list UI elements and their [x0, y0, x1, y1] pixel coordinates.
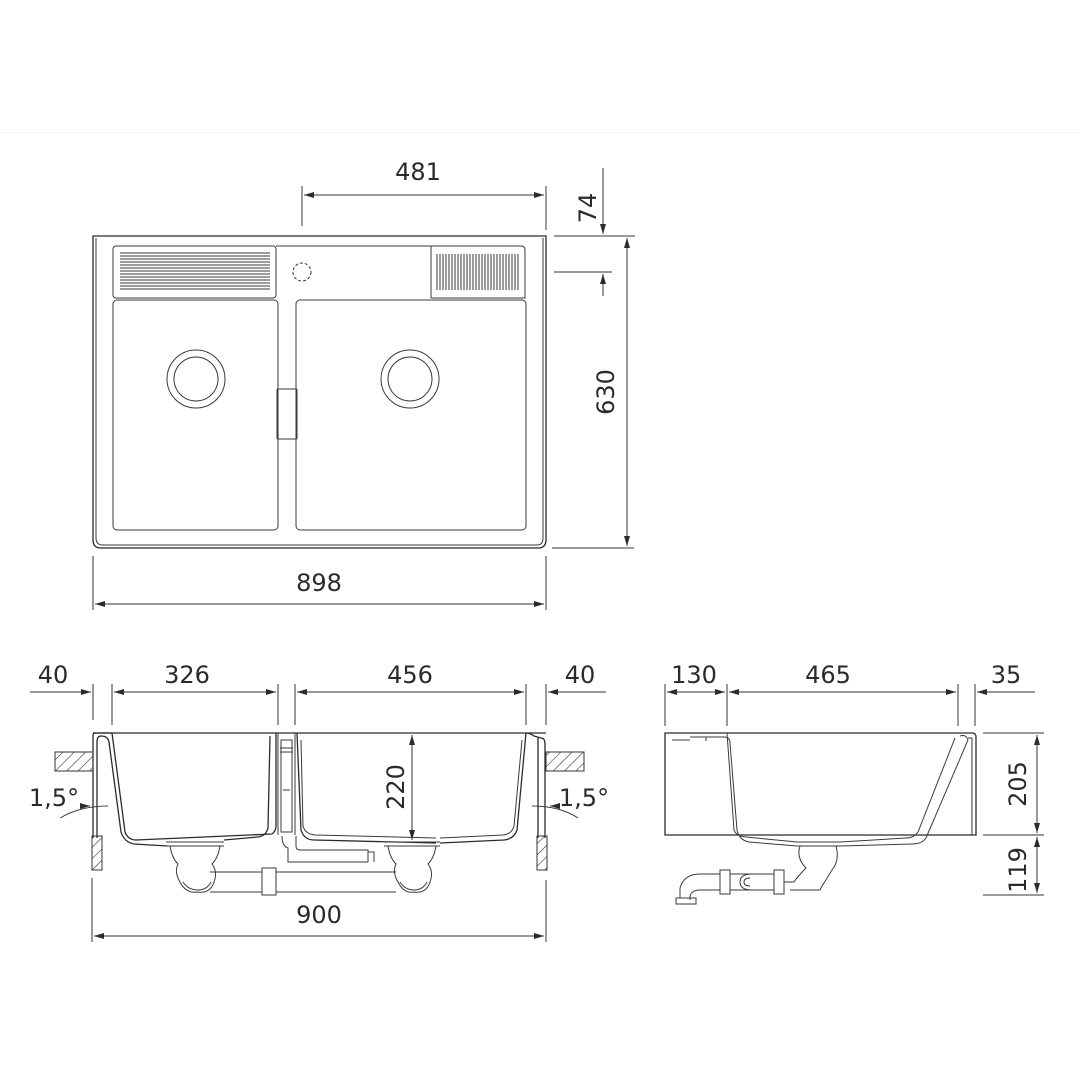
tap-hole-icon — [292, 262, 312, 282]
tap-deck — [276, 245, 526, 299]
dim-898: 898 — [296, 569, 342, 597]
side-sink-body — [664, 732, 977, 836]
dim-465: 465 — [805, 661, 851, 689]
dim-130: 130 — [671, 661, 717, 689]
dim-630: 630 — [592, 369, 620, 415]
dim-205: 205 — [1004, 761, 1032, 807]
dim-326: 326 — [164, 661, 210, 689]
dim-481: 481 — [395, 158, 441, 186]
right-bowl — [295, 299, 527, 531]
dim-right-angle: 1,5° — [559, 784, 609, 812]
dim-74: 74 — [574, 193, 602, 224]
dim-456: 456 — [387, 661, 433, 689]
frame-border — [0, 132, 1080, 133]
dim-900: 900 — [296, 901, 342, 929]
side-view: 130 465 35 205 119 — [664, 661, 1044, 905]
front-view: 40 326 456 40 220 1,5° 1,5° — [29, 661, 609, 942]
front-drain-assembly — [166, 835, 440, 896]
left-bowl — [112, 299, 279, 531]
right-grooves — [436, 254, 519, 290]
left-cabinet-wall — [91, 835, 103, 871]
dim-left-angle: 1,5° — [29, 784, 79, 812]
dim-119: 119 — [1004, 847, 1032, 893]
dim-right-rim: 40 — [565, 661, 596, 689]
right-drain-icon — [380, 349, 440, 409]
left-grooves — [120, 252, 270, 290]
overflow-slot — [276, 388, 298, 440]
left-drain-icon — [166, 349, 226, 409]
dim-220: 220 — [382, 764, 410, 810]
side-trap — [675, 869, 785, 905]
dim-left-rim: 40 — [38, 661, 69, 689]
top-view: 481 74 630 898 — [92, 158, 635, 610]
left-drainer — [112, 245, 277, 299]
front-sink-body — [92, 732, 546, 847]
right-cabinet-wall — [536, 835, 548, 871]
dim-35: 35 — [991, 661, 1022, 689]
left-countertop — [54, 751, 94, 772]
sink-outline — [92, 235, 547, 549]
right-countertop — [545, 751, 585, 772]
